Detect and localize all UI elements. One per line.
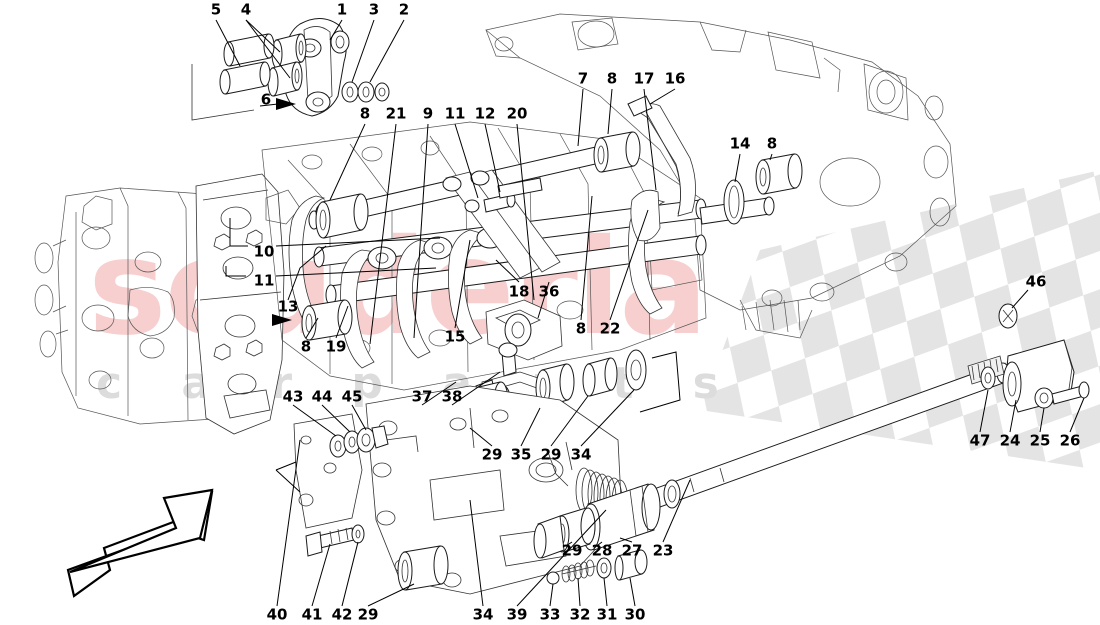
- callout-29-mid-b[interactable]: 29: [540, 445, 562, 464]
- callout-25[interactable]: 25: [1029, 431, 1051, 450]
- callout-28[interactable]: 28: [591, 541, 613, 560]
- callout-37[interactable]: 37: [411, 387, 433, 406]
- callout-5[interactable]: 5: [210, 0, 222, 19]
- callout-9[interactable]: 9: [422, 104, 434, 123]
- callout-29-shaft[interactable]: 29: [561, 541, 583, 560]
- callout-30[interactable]: 30: [624, 605, 646, 624]
- callout-26[interactable]: 26: [1059, 431, 1081, 450]
- callout-19[interactable]: 19: [325, 337, 347, 356]
- callout-16[interactable]: 16: [664, 69, 686, 88]
- callout-2[interactable]: 2: [398, 0, 410, 19]
- callout-8-rail[interactable]: 8: [359, 104, 371, 123]
- callout-29-bottom[interactable]: 29: [357, 605, 379, 624]
- callout-10[interactable]: 10: [253, 242, 275, 261]
- callout-34-mid[interactable]: 34: [570, 445, 592, 464]
- callout-34-bottom[interactable]: 34: [472, 605, 494, 624]
- callout-18[interactable]: 18: [508, 282, 530, 301]
- callout-4[interactable]: 4: [240, 0, 252, 19]
- callout-33[interactable]: 33: [539, 605, 561, 624]
- callout-1[interactable]: 1: [336, 0, 348, 19]
- callout-46[interactable]: 46: [1025, 272, 1047, 291]
- callout-42[interactable]: 42: [331, 605, 353, 624]
- callout-7[interactable]: 7: [577, 69, 589, 88]
- callout-39[interactable]: 39: [506, 605, 528, 624]
- callout-8-right[interactable]: 8: [766, 134, 778, 153]
- callout-38[interactable]: 38: [441, 387, 463, 406]
- callout-8-fork[interactable]: 8: [575, 319, 587, 338]
- callout-20[interactable]: 20: [506, 104, 528, 123]
- callout-11-lever[interactable]: 11: [444, 104, 466, 123]
- callout-27[interactable]: 27: [621, 541, 643, 560]
- callout-13[interactable]: 13: [277, 297, 299, 316]
- callout-29-mid-a[interactable]: 29: [481, 445, 503, 464]
- callout-11-left[interactable]: 11: [253, 271, 275, 290]
- callout-15[interactable]: 15: [444, 327, 466, 346]
- callout-31[interactable]: 31: [596, 605, 618, 624]
- callout-3[interactable]: 3: [368, 0, 380, 19]
- callout-43[interactable]: 43: [282, 387, 304, 406]
- callout-8-left[interactable]: 8: [300, 337, 312, 356]
- callout-14[interactable]: 14: [729, 134, 751, 153]
- callout-17[interactable]: 17: [633, 69, 655, 88]
- callout-41[interactable]: 41: [301, 605, 323, 624]
- callout-35[interactable]: 35: [510, 445, 532, 464]
- callout-22[interactable]: 22: [599, 319, 621, 338]
- callout-23[interactable]: 23: [652, 541, 674, 560]
- callout-24[interactable]: 24: [999, 431, 1021, 450]
- callout-47[interactable]: 47: [969, 431, 991, 450]
- callout-44[interactable]: 44: [311, 387, 333, 406]
- callout-36[interactable]: 36: [538, 282, 560, 301]
- callout-12[interactable]: 12: [474, 104, 496, 123]
- callout-40[interactable]: 40: [266, 605, 288, 624]
- callout-32[interactable]: 32: [569, 605, 591, 624]
- callout-45[interactable]: 45: [341, 387, 363, 406]
- callout-21[interactable]: 21: [385, 104, 407, 123]
- callout-8-upper[interactable]: 8: [606, 69, 618, 88]
- callout-6[interactable]: 6: [260, 90, 272, 109]
